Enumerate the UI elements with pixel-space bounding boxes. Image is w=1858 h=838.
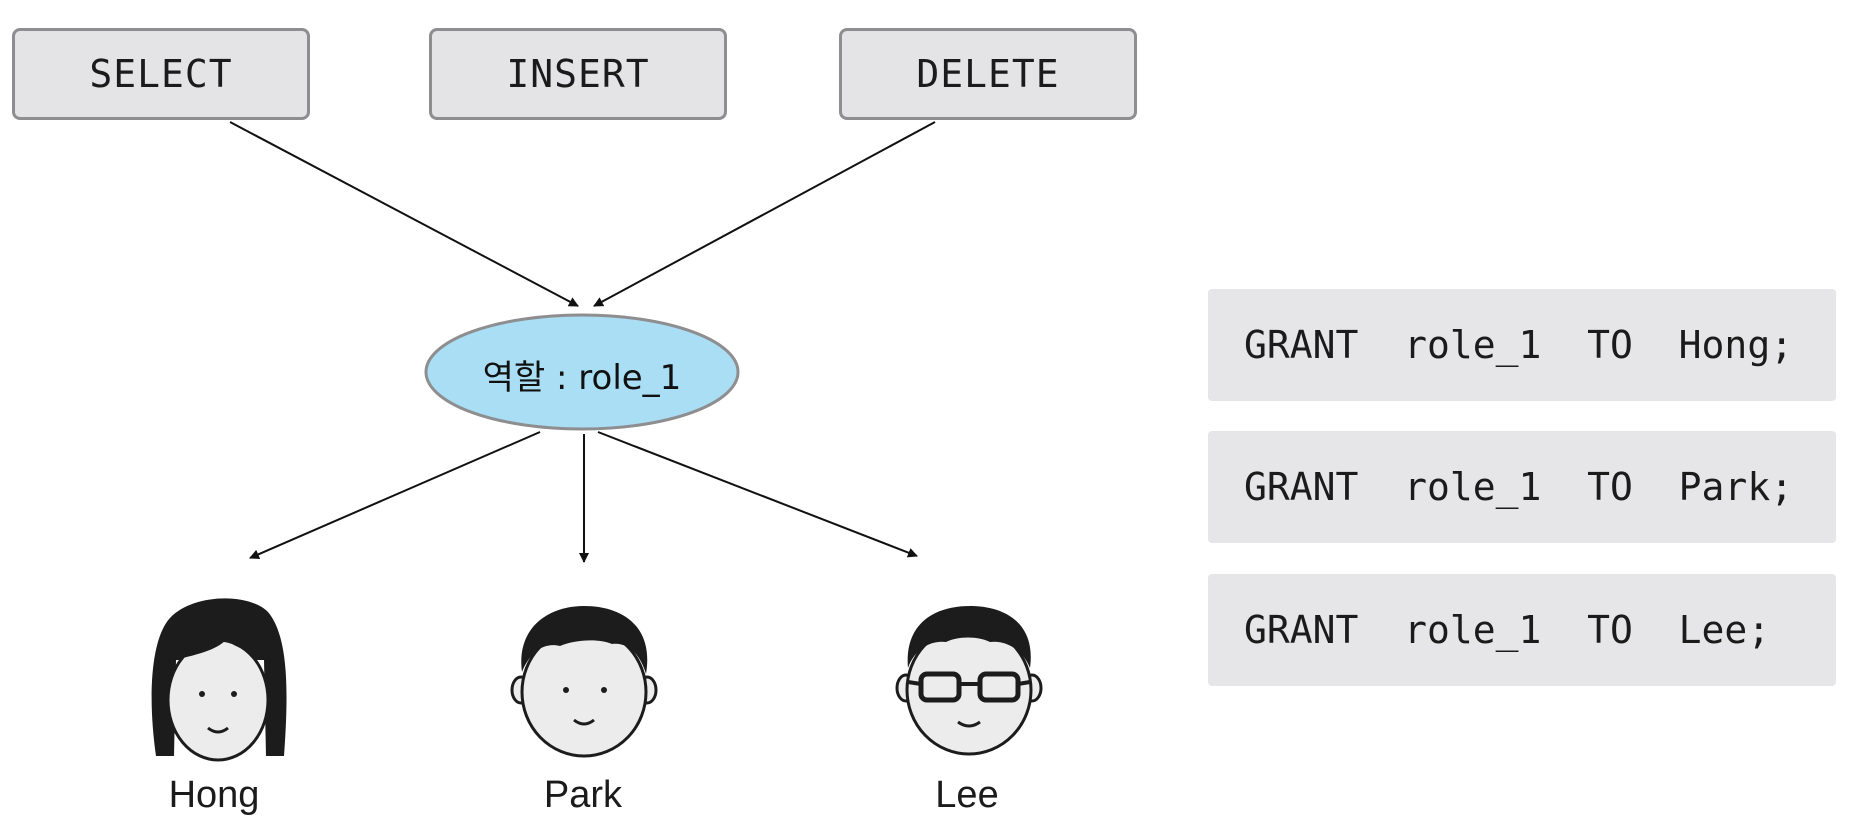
park-hair — [521, 606, 648, 674]
avatar-lee — [895, 606, 1043, 756]
grant-statement-park: GRANT role_1 TO Park; — [1208, 431, 1836, 543]
privilege-delete-box: DELETE — [839, 28, 1137, 120]
user-name-hong: Hong — [168, 774, 260, 816]
arrow-role-to-hong — [249, 431, 541, 559]
arrow-delete-to-role — [593, 121, 936, 307]
grant-statement-hong: GRANT role_1 TO Hong; — [1208, 289, 1836, 401]
lee-hair — [907, 606, 1031, 668]
hong-bangs — [166, 626, 270, 664]
arrow-select-to-role — [229, 121, 579, 307]
user-name-park: Park — [543, 774, 623, 816]
arrow-role-to-lee — [597, 431, 918, 558]
role-node — [424, 313, 740, 431]
user-name-lee: Lee — [935, 774, 999, 816]
lee-glasses-icon — [907, 671, 1031, 703]
privilege-select-box: SELECT — [12, 28, 310, 120]
hong-face — [166, 638, 270, 762]
avatar-hong — [151, 598, 287, 762]
privilege-insert-box: INSERT — [429, 28, 727, 120]
grant-statement-lee: GRANT role_1 TO Lee; — [1208, 574, 1836, 686]
role-label: 역할 : role_1 — [482, 357, 682, 398]
avatar-park — [510, 606, 658, 758]
